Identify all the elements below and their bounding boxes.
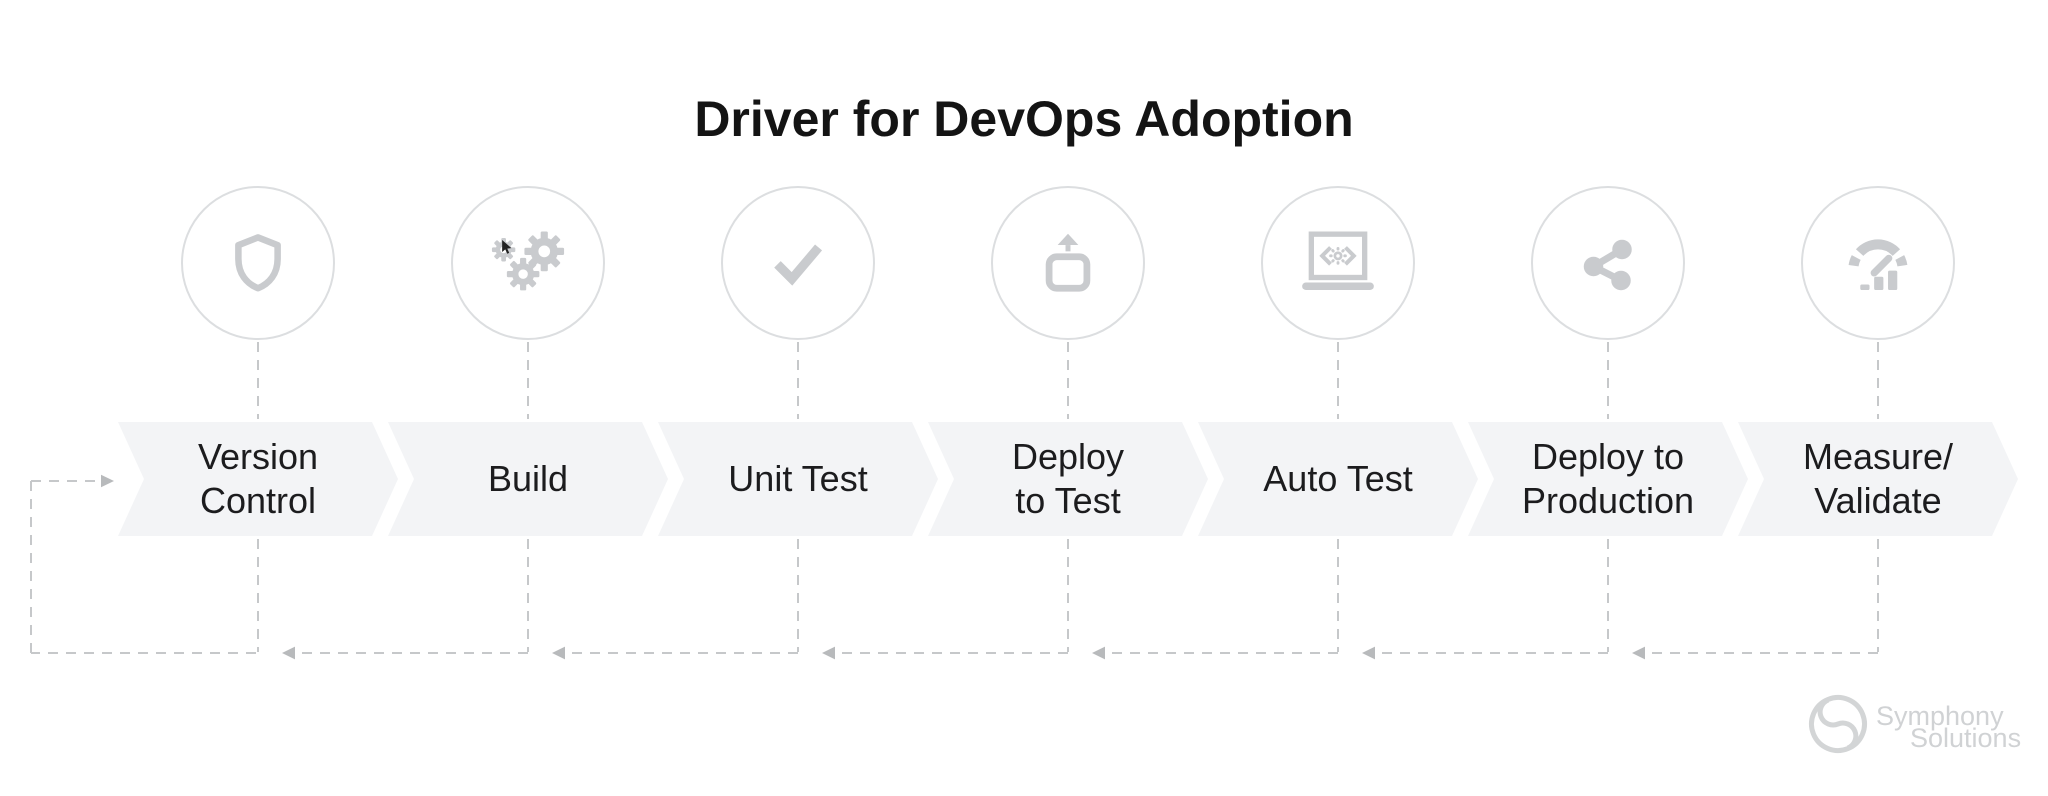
stage-icon-circle [181,186,335,340]
stage-label: Production [1521,480,1695,521]
upload-box-icon [1041,232,1095,295]
logo-text-line1: Symphony [1876,701,2004,731]
stage-label: Version [197,436,319,477]
laptop-code-icon [1298,230,1378,297]
checkmark-icon [769,239,827,287]
stage-label: Deploy [1011,436,1125,477]
shield-icon [233,234,283,292]
arrowhead-left-icon [1092,646,1105,660]
stage-label: Validate [1814,480,1942,521]
stage-label: Build [487,458,569,499]
share-nodes-icon [1578,233,1638,293]
gears-icon [489,227,567,299]
stage-label: to Test [1015,480,1121,521]
arrowhead-left-icon [552,646,565,660]
symphony-logo-icon [1809,695,1867,753]
stage-label: Unit Test [728,458,868,499]
stage-label: Control [199,480,317,521]
stage-icon-circle [451,186,605,340]
logo-text-line2: Solutions [1910,723,2022,753]
stage-label: Deploy to [1531,436,1685,477]
stage-chevron: Auto Test [1198,422,1478,536]
stage-icon-circle [1261,186,1415,340]
arrowhead-right-icon [101,474,114,488]
arrowhead-left-icon [822,646,835,660]
stage-icon-circle [1531,186,1685,340]
stage-chevron: Build [388,422,668,536]
gauge-icon [1841,229,1915,297]
company-logo: Symphony Solutions [1806,692,2026,772]
arrowhead-left-icon [1632,646,1645,660]
page-title: Driver for DevOps Adoption [694,90,1354,147]
stage-label: Measure/ [1802,436,1954,477]
stage-label: Auto Test [1263,458,1413,499]
stage-icon-circle [1801,186,1955,340]
stage-chevron: Unit Test [658,422,938,536]
arrowhead-left-icon [282,646,295,660]
arrowhead-left-icon [1362,646,1375,660]
stage-icon-circle [721,186,875,340]
stage-chevron: Measure/Validate [1738,422,2018,536]
stage-icon-circle [991,186,1145,340]
mouse-cursor-icon [502,240,512,254]
